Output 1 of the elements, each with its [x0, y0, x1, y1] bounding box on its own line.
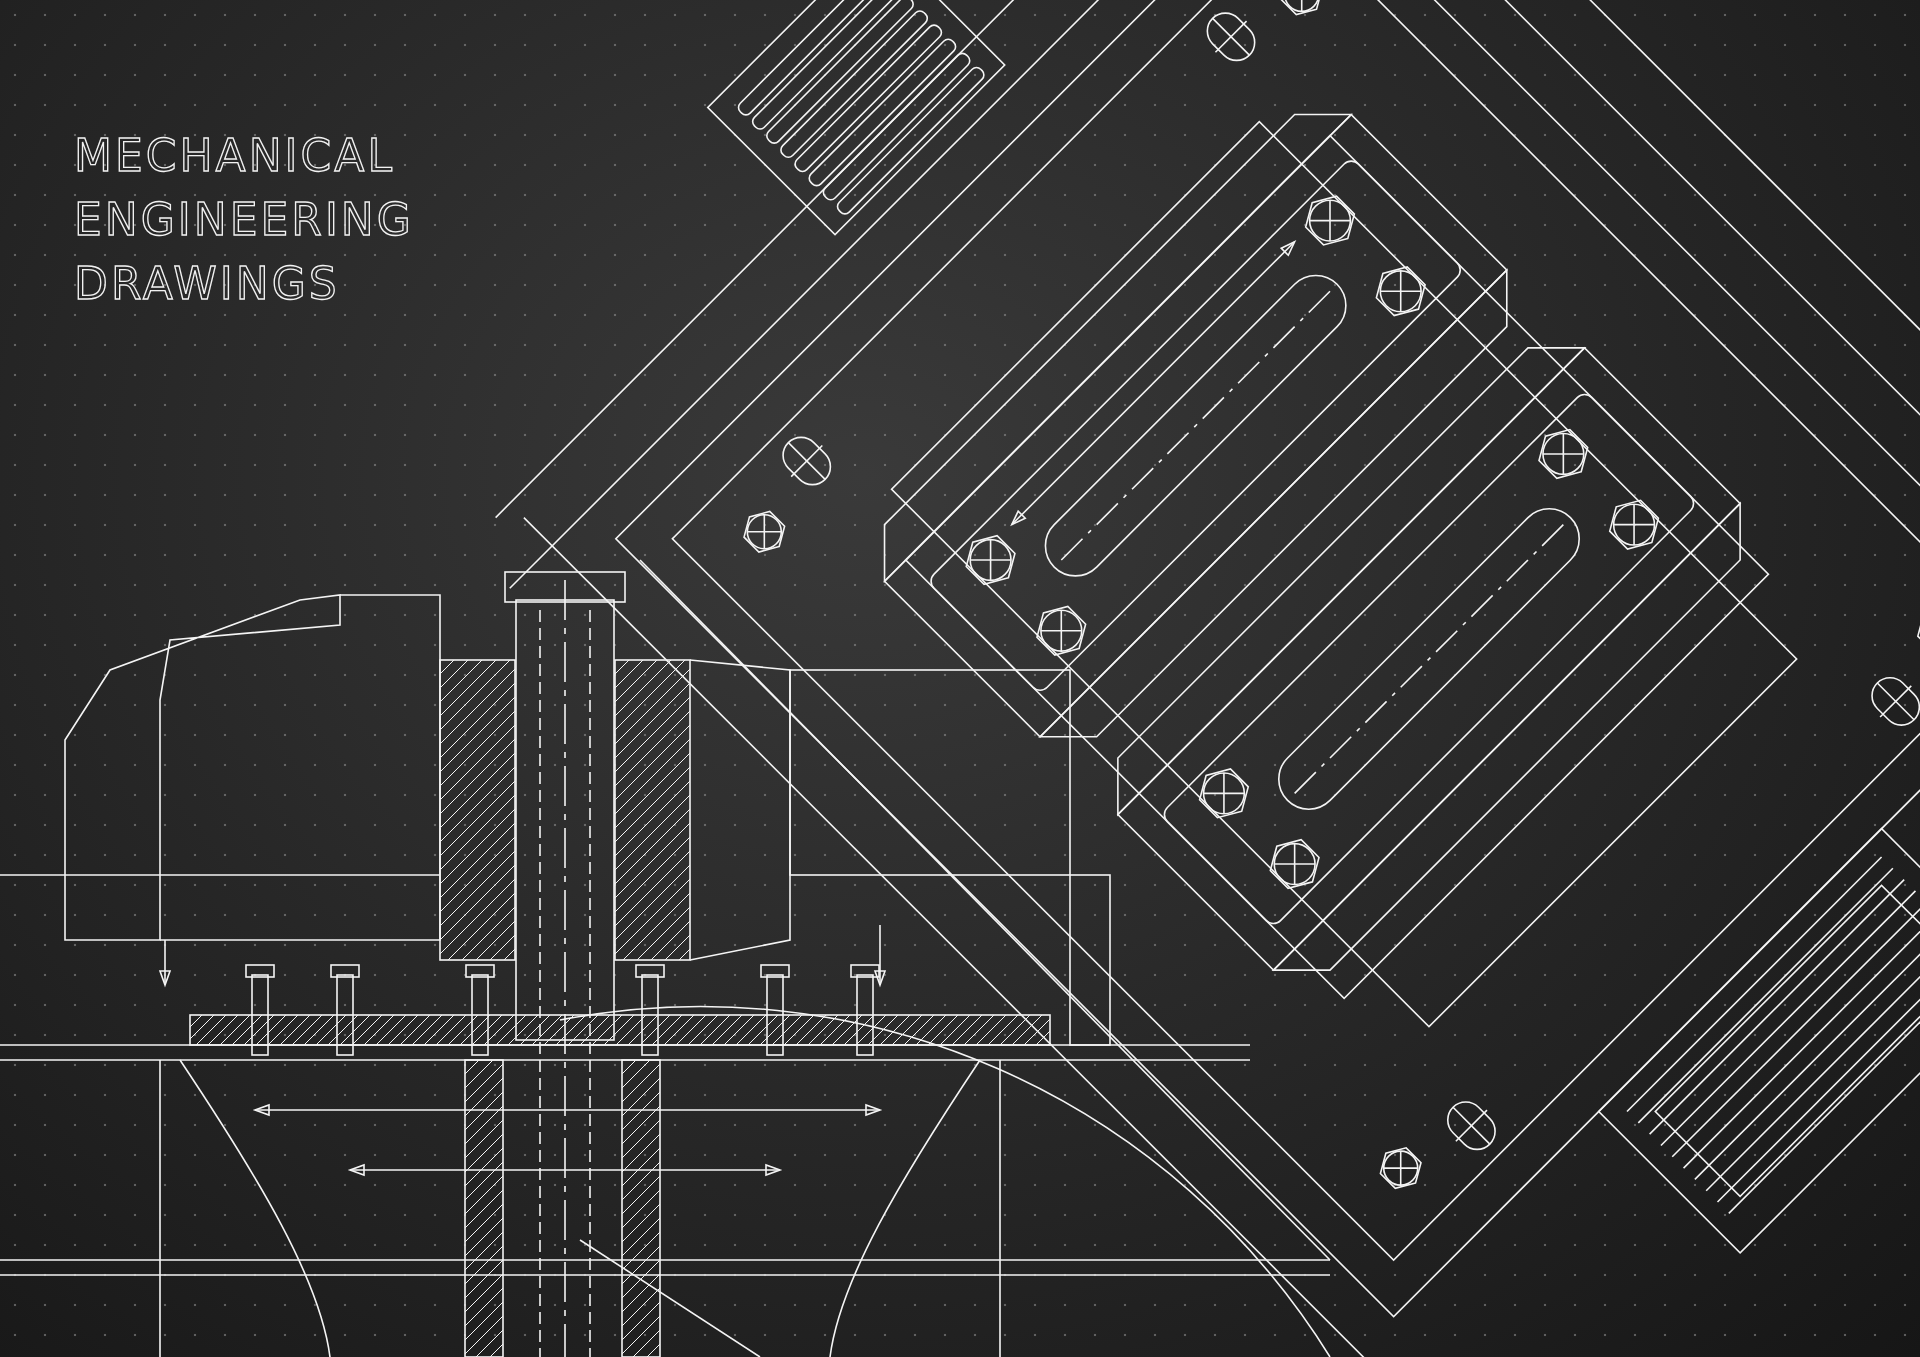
title: MECHANICAL ENGINEERING DRAWINGS [74, 129, 415, 311]
